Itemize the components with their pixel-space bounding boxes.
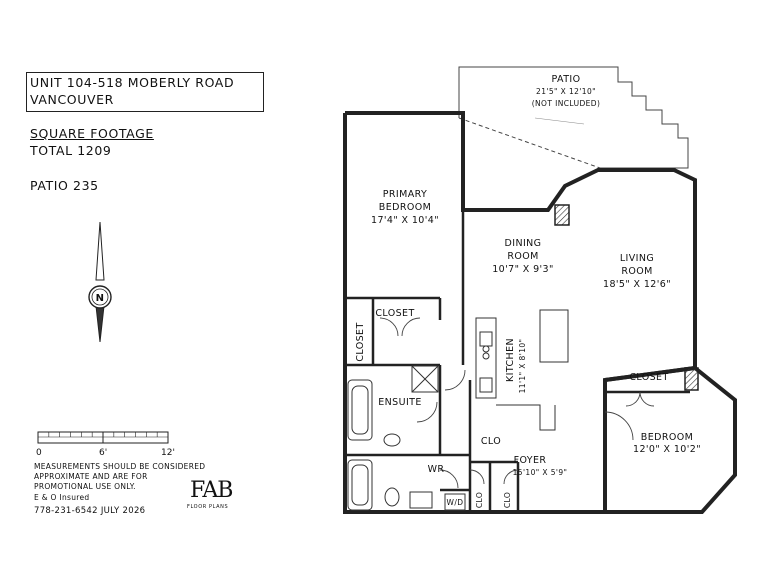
foyer-label: FOYER <box>514 455 547 466</box>
washroom-label: WR <box>428 464 445 475</box>
fireplace-icon <box>684 367 699 391</box>
ensuite-label: ENSUITE <box>378 397 422 408</box>
foyer-dimensions: 15'10" X 5'9" <box>513 468 568 477</box>
dining-room-dimensions: 10'7" X 9'3" <box>492 264 554 275</box>
fab-logo: FAB <box>190 478 233 503</box>
door-swings <box>379 317 655 489</box>
disclaimer-insured: E & O Insured <box>34 493 90 502</box>
primary-bedroom-label-1: PRIMARY <box>383 189 427 200</box>
living-room-label-1: LIVING <box>620 253 654 264</box>
bedroom-label: BEDROOM <box>641 432 693 443</box>
bathroom-fixtures <box>347 365 466 511</box>
scale-label-six: 6' <box>99 448 108 458</box>
fab-logo-subtitle: FLOOR PLANS <box>187 504 229 510</box>
dining-room-label-1: DINING <box>505 238 542 249</box>
north-letter: N <box>96 293 105 304</box>
patio-label: PATIO <box>552 74 581 85</box>
unit-address-box <box>26 72 264 112</box>
primary-bedroom-label-2: BEDROOM <box>379 202 431 213</box>
disclaimer-line2: APPROXIMATE AND ARE FOR <box>34 472 148 481</box>
patio-note: (NOT INCLUDED) <box>532 99 601 108</box>
patio-square-footage: PATIO 235 <box>30 178 99 193</box>
kitchen-counters <box>475 309 569 431</box>
patio-dimensions: 21'5" X 12'10" <box>536 87 596 96</box>
living-room-dimensions: 18'5" X 12'6" <box>603 279 671 290</box>
kitchen-label: KITCHEN <box>505 338 516 382</box>
closet-bedroom-label: CLOSET <box>629 372 668 383</box>
closet-entry-label: CLO <box>481 436 501 447</box>
interior-walls <box>345 210 690 512</box>
bedroom-dimensions: 12'0" X 10'2" <box>633 444 701 455</box>
dining-room-label-2: ROOM <box>507 251 538 262</box>
unit-address-line1: UNIT 104-518 MOBERLY ROAD <box>30 75 235 90</box>
kitchen-dimensions: 11'1" X 8'10" <box>518 339 527 394</box>
scale-label-twelve: 12' <box>161 448 175 458</box>
unit-address-line2: VANCOUVER <box>30 92 114 107</box>
closet-side-label: CLOSET <box>355 322 366 361</box>
scale-label-zero: 0 <box>36 448 42 458</box>
total-square-footage: TOTAL 1209 <box>30 143 112 158</box>
contact-and-date: 778-231-6542 JULY 2026 <box>34 506 146 516</box>
living-room-label-2: ROOM <box>621 266 652 277</box>
primary-bedroom-dimensions: 17'4" X 10'4" <box>371 215 439 226</box>
scale-ticks <box>37 432 169 443</box>
washer-dryer-label: W/D <box>447 498 464 507</box>
square-footage-title: SQUARE FOOTAGE <box>30 126 154 141</box>
disclaimer-line1: MEASUREMENTS SHOULD BE CONSIDERED <box>34 462 206 471</box>
disclaimer-line3: PROMOTIONAL USE ONLY. <box>34 482 136 491</box>
patio-area <box>458 66 689 169</box>
fireplace-icon <box>554 204 570 226</box>
closet-top-label: CLOSET <box>375 308 414 319</box>
north-arrow-icon: N <box>88 221 112 343</box>
closet-a-label: CLO <box>475 492 484 508</box>
closet-b-label: CLO <box>503 492 512 508</box>
